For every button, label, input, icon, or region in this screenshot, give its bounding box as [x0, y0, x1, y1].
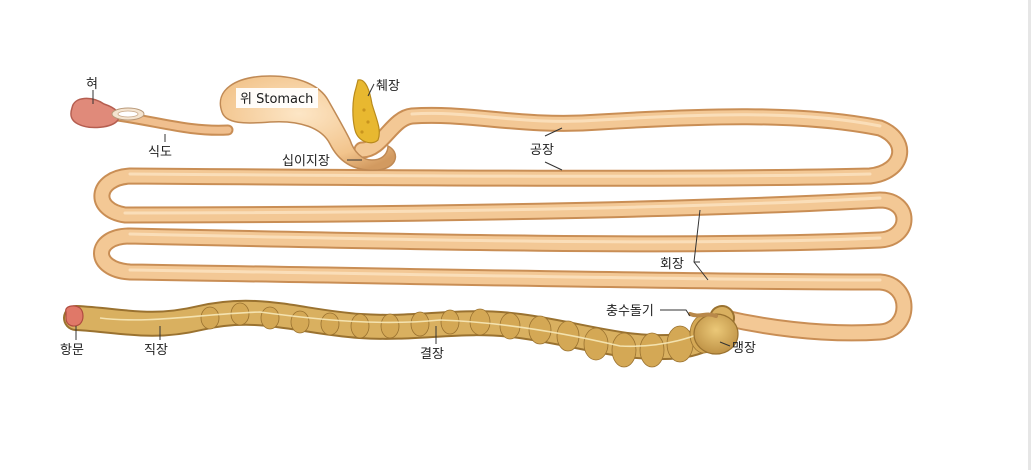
- label-duodenum: 십이지장: [282, 154, 330, 169]
- leader-lines: [75, 83, 731, 347]
- right-edge-border: [1028, 0, 1031, 470]
- label-stomach-box: [236, 88, 318, 108]
- small-intestine-body: [95, 108, 911, 340]
- label-pancreas: 췌장: [376, 79, 400, 94]
- label-cecum: 맹장: [732, 341, 756, 356]
- small-intestine-outline: [93, 106, 913, 342]
- label-rectum: 직장: [144, 343, 168, 358]
- label-colon: 결장: [420, 347, 444, 362]
- label-appendix: 충수돌기: [606, 304, 654, 319]
- label-ileum: 회장: [660, 257, 684, 272]
- label-esophagus: 식도: [148, 145, 172, 160]
- label-stomach: 위 Stomach: [240, 92, 313, 107]
- large-intestine: [63, 299, 739, 368]
- label-anus: 항문: [60, 343, 84, 358]
- pancreas: [352, 79, 380, 144]
- label-tongue: 혀: [86, 77, 98, 92]
- small-intestine: [93, 106, 913, 342]
- small-intestine-highlight: [123, 111, 882, 282]
- label-jejunum: 공장: [530, 143, 554, 158]
